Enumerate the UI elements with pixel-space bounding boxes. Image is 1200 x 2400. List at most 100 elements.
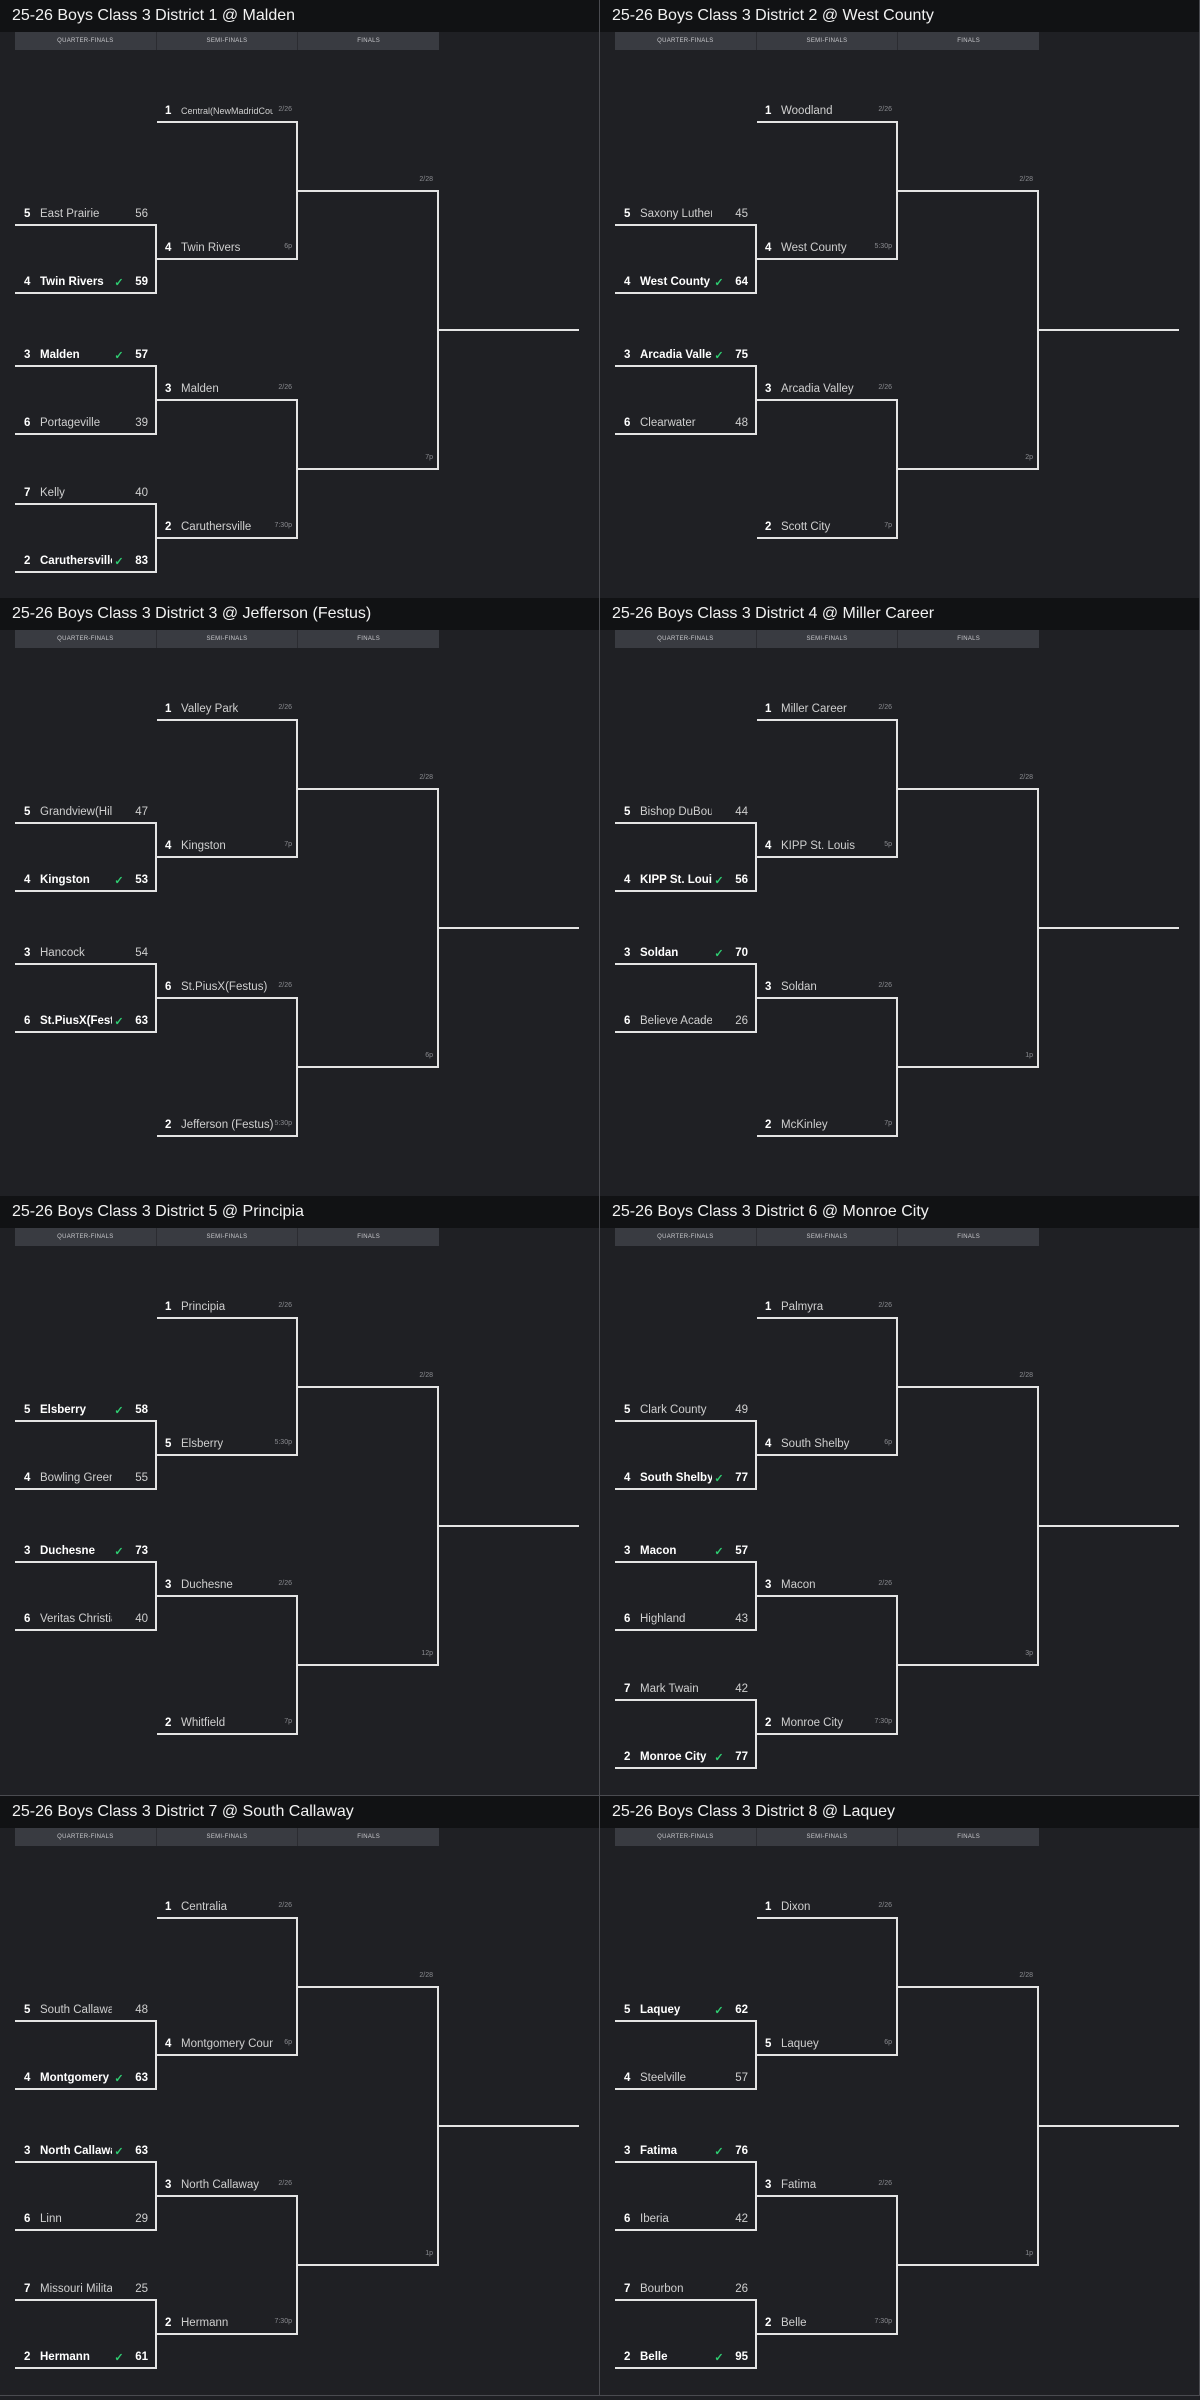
round-tab-finals[interactable]: FINALS xyxy=(357,1834,381,1840)
round-tab-finals[interactable]: FINALS xyxy=(957,38,981,44)
round-tab-finals[interactable]: FINALS xyxy=(957,1834,981,1840)
round-tab-semi-finals[interactable]: SEMI-FINALS xyxy=(157,630,299,648)
round-tab-semi-finals[interactable]: SEMI-FINALS xyxy=(757,32,899,50)
round-tab-quarter-finals[interactable]: QUARTER-FINALS xyxy=(15,1828,157,1846)
round-tab-finals[interactable]: FINALS xyxy=(957,1234,981,1240)
round-tab-semi-finals[interactable]: SEMI-FINALS xyxy=(757,1828,899,1846)
round-tab-finals[interactable]: FINALS xyxy=(357,38,381,44)
team-name: South Shelby xyxy=(781,1438,850,1450)
check-icon: ✓ xyxy=(714,2145,724,2158)
team-name: Kingston xyxy=(40,874,90,886)
quarterfinal-team[interactable]: 6St.PiusX(Festus)✓63 xyxy=(24,1011,152,1031)
round-tab-finals[interactable]: FINALS xyxy=(357,1234,381,1240)
round-tab-finals[interactable]: FINALS xyxy=(357,636,381,642)
round-tab-quarter-finals[interactable]: QUARTER-FINALS xyxy=(615,630,757,648)
round-tab-semi-finals[interactable]: SEMI-FINALS xyxy=(157,1828,299,1846)
round-tab-semi-finals[interactable]: SEMI-FINALS xyxy=(757,630,899,648)
round-tab-quarter-finals[interactable]: QUARTER-FINALS xyxy=(615,32,757,50)
round-tab-semi-finals[interactable]: SEMI-FINALS xyxy=(757,1228,899,1246)
round-tab-quarter-finals[interactable]: QUARTER-FINALS xyxy=(615,1828,757,1846)
team-seed: 3 xyxy=(165,1579,172,1591)
round-tab-semi-finals[interactable]: SEMI-FINALS xyxy=(157,1228,299,1246)
round-tab-quarter-finals[interactable]: QUARTER-FINALS xyxy=(15,32,157,50)
round-tab-quarter-finals[interactable]: QUARTER-FINALS xyxy=(15,1228,157,1246)
round-tab-finals[interactable]: FINALS xyxy=(957,636,981,642)
round-tab-quarter-finals[interactable]: QUARTER-FINALS xyxy=(15,630,157,648)
round-tab-semi-finals[interactable]: SEMI-FINALS xyxy=(157,32,299,50)
round-tab-quarter-finals[interactable]: QUARTER-FINALS xyxy=(615,1228,757,1246)
